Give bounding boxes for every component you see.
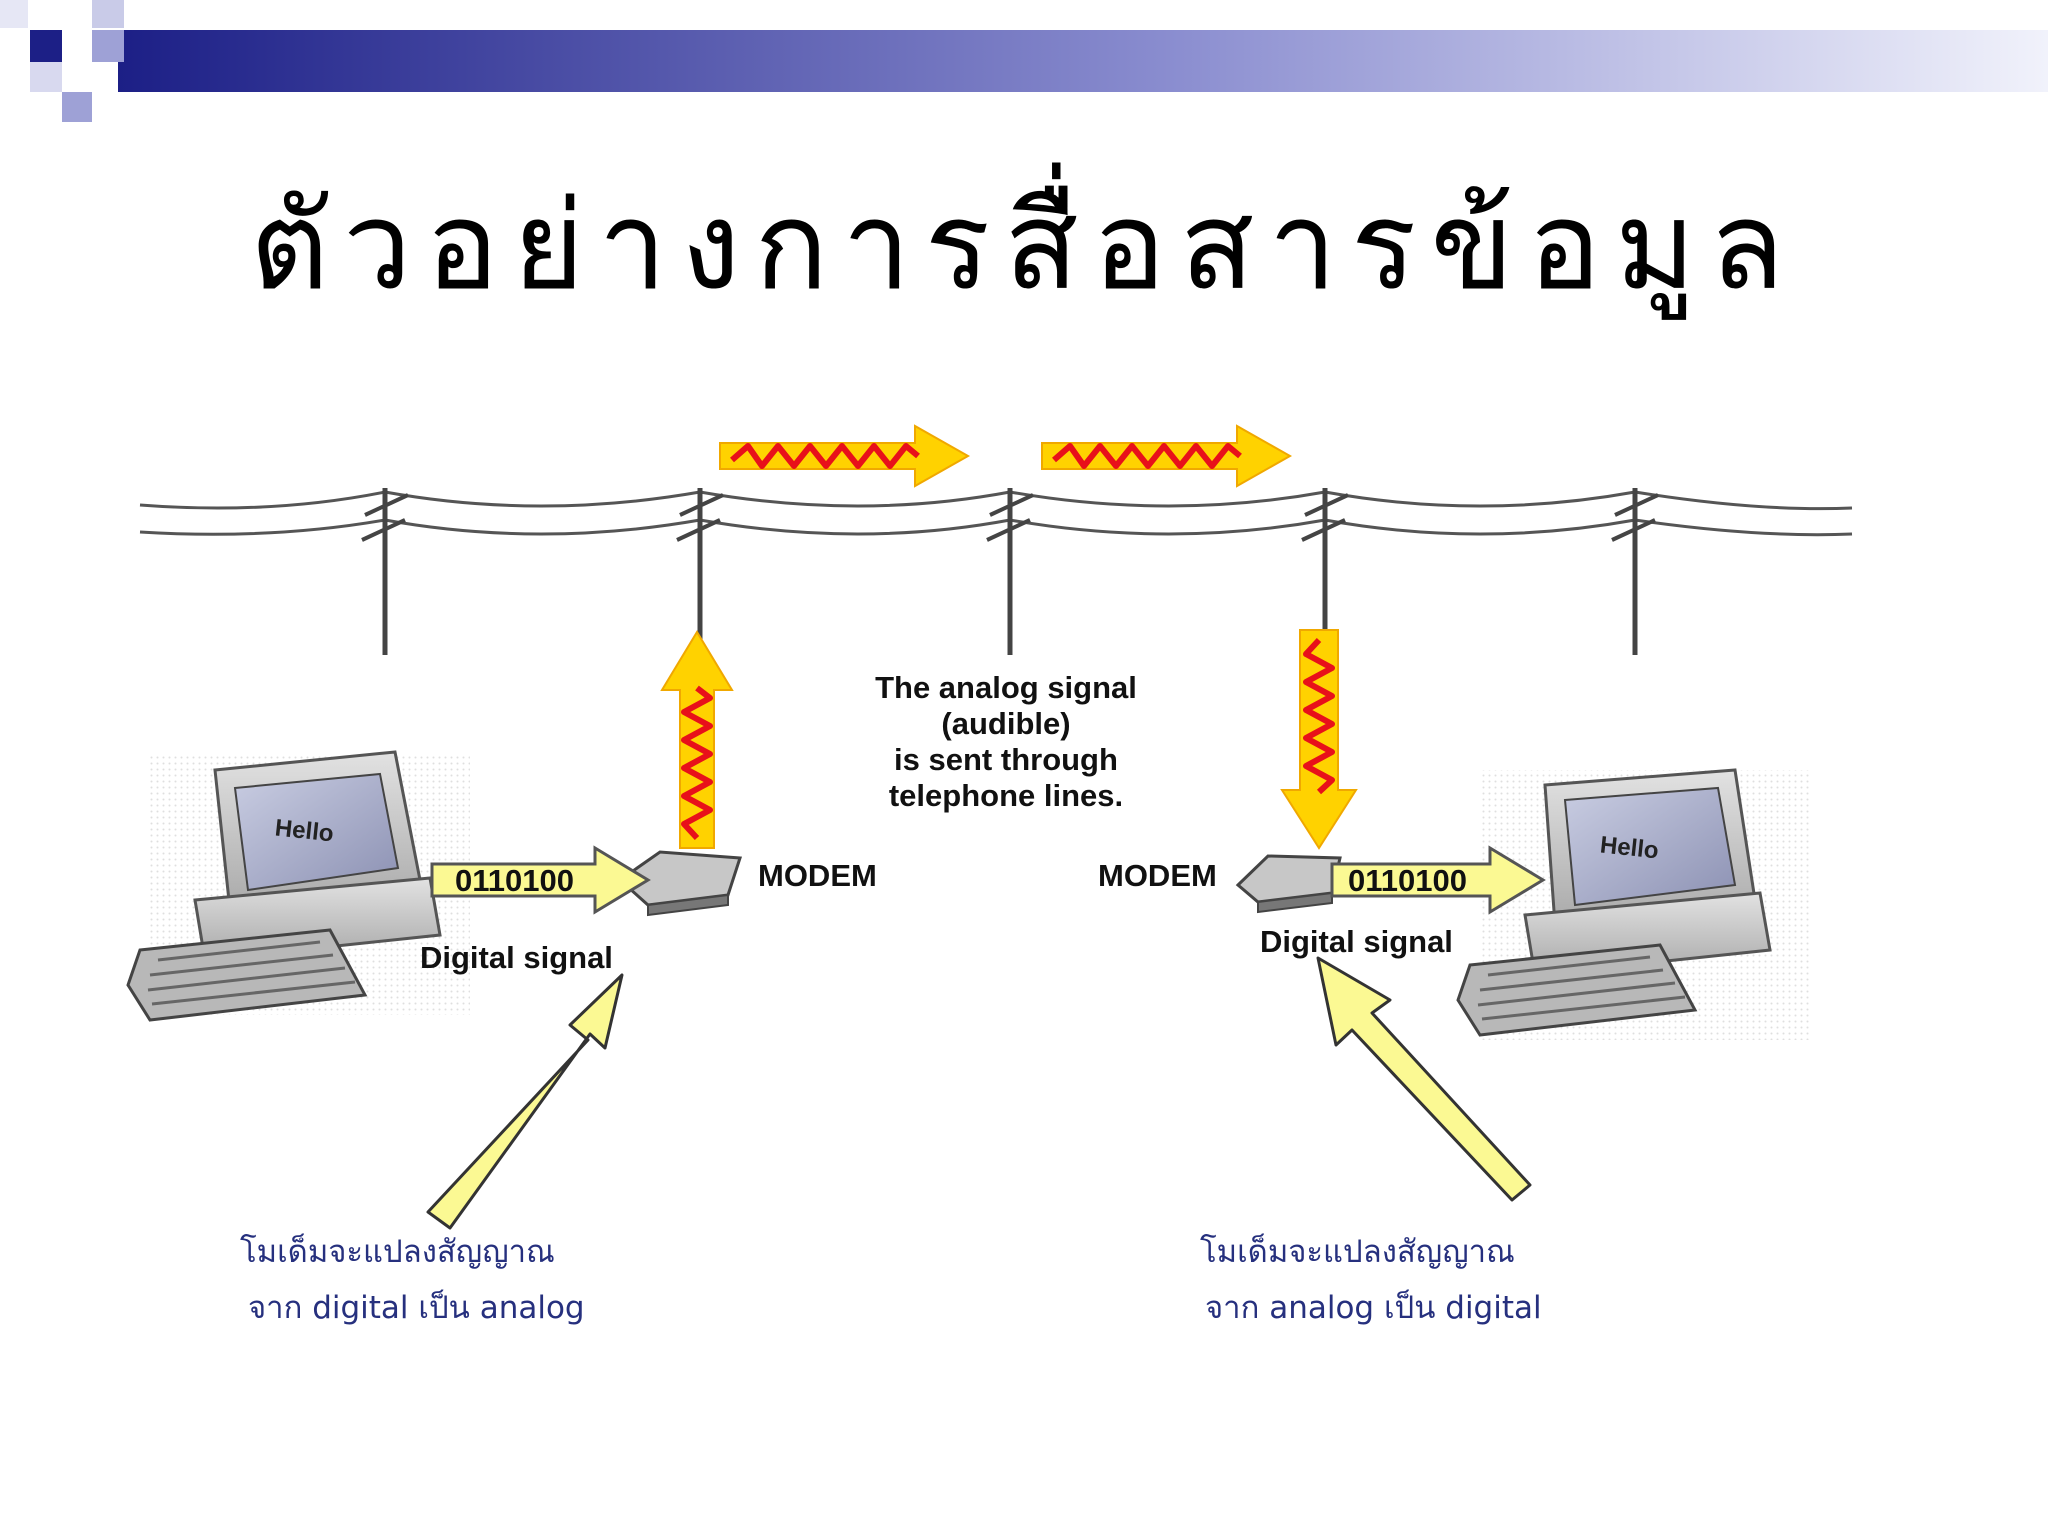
center-line-2: (audible)	[941, 706, 1070, 741]
header-square-lower-2	[30, 62, 62, 92]
center-description: The analog signal (audible) is sent thro…	[875, 670, 1137, 813]
center-line-3: is sent through	[894, 742, 1118, 777]
analog-wave-up	[681, 685, 713, 841]
right-digital-signal-label: Digital signal	[1260, 924, 1453, 959]
analog-signal-arrow-2	[1041, 424, 1293, 488]
right-computer: Hello	[1456, 768, 1810, 1040]
right-bits: 0110100	[1348, 863, 1467, 898]
right-callout-arrow	[1316, 956, 1532, 1202]
left-bits: 0110100	[455, 863, 574, 898]
right-keyboard-keys	[1477, 955, 1686, 1021]
analog-signal-arrow-1	[719, 424, 971, 488]
pole-5	[1611, 488, 1659, 655]
right-keyboard	[1456, 943, 1698, 1037]
header-band	[0, 0, 2048, 122]
right-caption-line-1: โมเด็มจะแปลงสัญญาณ	[1200, 1233, 1515, 1270]
left-caption-line-2: จาก digital เป็น analog	[248, 1289, 585, 1326]
right-digital-arrow: 0110100	[1330, 845, 1546, 915]
left-digital-signal-label: Digital signal	[420, 940, 613, 975]
pole-1	[361, 488, 409, 655]
telephone-poles	[361, 488, 1659, 655]
right-monitor-screen	[1563, 786, 1737, 907]
header-square-mid	[92, 30, 124, 62]
pole-3	[986, 488, 1034, 655]
pole-4	[1301, 488, 1349, 640]
left-computer: Hello	[126, 750, 470, 1022]
left-callout-arrow	[426, 973, 624, 1230]
analog-signal-up-arrow	[660, 630, 734, 849]
analog-wave-down	[1303, 637, 1335, 795]
slide-title: ตัวอย่างการสื่อสารข้อมูล	[249, 175, 1799, 317]
right-caption-line-2: จาก analog เป็น digital	[1205, 1289, 1542, 1326]
analog-wave-1	[730, 443, 920, 469]
left-screen-text: Hello	[274, 814, 335, 847]
header-square-light	[92, 0, 124, 28]
right-modem	[1235, 854, 1342, 914]
left-keyboard-keys	[147, 940, 356, 1006]
left-modem	[617, 850, 743, 917]
left-monitor-screen	[233, 772, 400, 892]
header-gradient-bar	[118, 30, 2048, 92]
analog-wave-2	[1052, 443, 1242, 469]
left-caption-line-1: โมเด็มจะแปลงสัญญาณ	[240, 1233, 555, 1270]
header-square-lower	[62, 92, 92, 122]
center-line-4: telephone lines.	[889, 778, 1123, 813]
left-keyboard	[126, 928, 368, 1022]
right-screen-text: Hello	[1599, 831, 1660, 864]
header-square-dark	[30, 30, 62, 62]
pole-2	[676, 488, 724, 640]
header-square-pale	[0, 0, 28, 28]
left-digital-arrow: 0110100	[430, 845, 651, 915]
right-modem-label: MODEM	[1098, 858, 1217, 893]
center-line-1: The analog signal	[875, 670, 1137, 705]
left-modem-label: MODEM	[758, 858, 877, 893]
analog-signal-down-arrow	[1280, 629, 1358, 850]
